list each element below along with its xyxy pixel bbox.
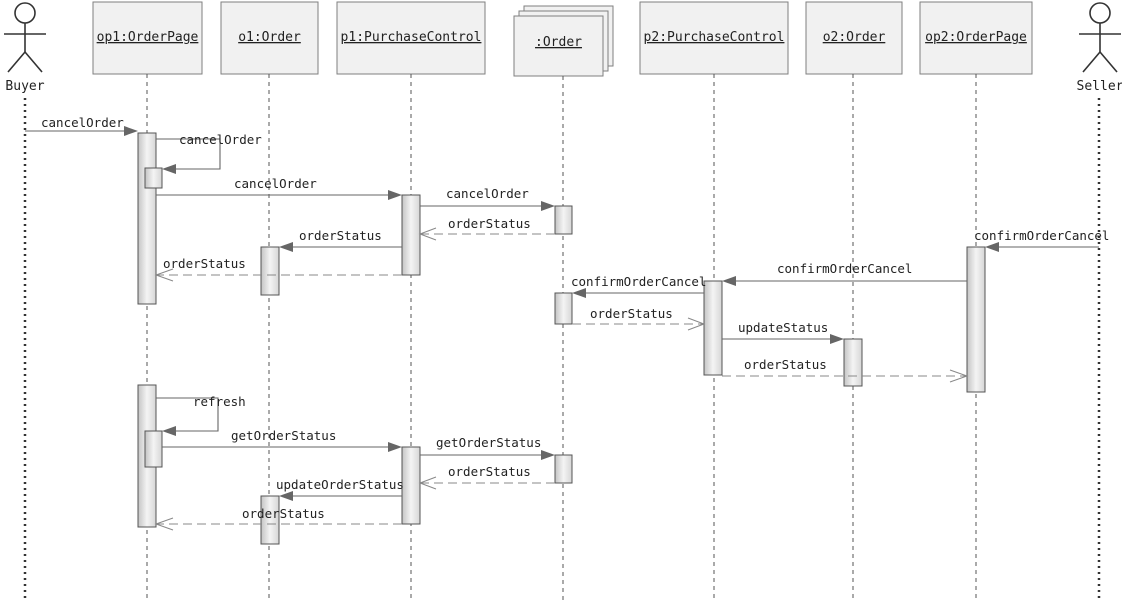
message-orderstatus-return-2: orderStatus xyxy=(154,256,402,282)
svg-text:updateStatus: updateStatus xyxy=(738,320,828,335)
message-cancelorder-2: cancelOrder xyxy=(156,176,402,200)
message-orderstatus-return-4: orderStatus xyxy=(722,357,969,383)
activation-op2-1 xyxy=(966,246,986,393)
svg-text:getOrderStatus: getOrderStatus xyxy=(436,435,541,450)
activation-op1-self-1 xyxy=(144,167,163,189)
object-label-o2: o2:Order xyxy=(823,30,886,45)
message-refresh-self: refresh xyxy=(156,394,246,436)
svg-text:updateOrderStatus: updateOrderStatus xyxy=(276,477,404,492)
svg-text:orderStatus: orderStatus xyxy=(163,256,246,271)
object-label-o1: o1:Order xyxy=(238,30,301,45)
activation-order-1 xyxy=(554,205,573,235)
svg-text:confirmOrderCancel: confirmOrderCancel xyxy=(571,274,706,289)
svg-text:orderStatus: orderStatus xyxy=(590,306,673,321)
message-cancelorder-1: cancelOrder xyxy=(25,115,138,136)
object-label-p1: p1:PurchaseControl xyxy=(341,30,482,45)
message-orderstatus-call-1: orderStatus xyxy=(279,228,402,252)
message-orderstatus-return-6: orderStatus xyxy=(154,506,402,531)
object-op1: op1:OrderPage xyxy=(92,1,203,75)
message-getorderstatus-2: getOrderStatus xyxy=(420,435,555,460)
message-orderstatus-return-3: orderStatus xyxy=(572,306,706,331)
seller-label: Seller xyxy=(1077,79,1122,94)
actor-buyer: Buyer xyxy=(4,2,46,94)
object-label-op1: op1:OrderPage xyxy=(97,30,199,45)
svg-text:cancelOrder: cancelOrder xyxy=(41,115,124,130)
activation-p1-1 xyxy=(401,194,421,276)
svg-text:refresh: refresh xyxy=(193,394,246,409)
svg-text:orderStatus: orderStatus xyxy=(744,357,827,372)
seller-figure-icon xyxy=(1079,2,1121,73)
message-cancelorder-3: cancelOrder xyxy=(420,186,555,211)
activation-p1-2 xyxy=(401,446,421,525)
buyer-figure-icon xyxy=(4,2,46,73)
svg-text:orderStatus: orderStatus xyxy=(242,506,325,521)
activation-o2-1 xyxy=(843,338,863,387)
svg-text:cancelOrder: cancelOrder xyxy=(179,132,262,147)
message-confirmordercancel-2: confirmOrderCancel xyxy=(722,261,967,286)
svg-text:orderStatus: orderStatus xyxy=(448,216,531,231)
svg-text:confirmOrderCancel: confirmOrderCancel xyxy=(777,261,912,276)
activation-o1-2 xyxy=(260,495,280,545)
activation-o1-1 xyxy=(260,246,280,296)
svg-text:getOrderStatus: getOrderStatus xyxy=(231,428,336,443)
message-confirmordercancel-1: confirmOrderCancel xyxy=(974,228,1109,252)
message-getorderstatus-1: getOrderStatus xyxy=(162,428,402,452)
message-orderstatus-return-1: orderStatus xyxy=(418,216,555,241)
object-label-order: :Order xyxy=(535,35,582,50)
svg-text:confirmOrderCancel: confirmOrderCancel xyxy=(974,228,1109,243)
activation-order-3 xyxy=(554,454,573,484)
message-cancelorder-self: cancelOrder xyxy=(156,132,262,174)
message-updatestatus: updateStatus xyxy=(722,320,844,344)
actor-seller: Seller xyxy=(1077,2,1122,94)
message-updateorderstatus: updateOrderStatus xyxy=(276,477,404,501)
svg-text:orderStatus: orderStatus xyxy=(299,228,382,243)
object-p2: p2:PurchaseControl xyxy=(639,1,789,75)
buyer-label: Buyer xyxy=(5,79,44,94)
object-p1: p1:PurchaseControl xyxy=(336,1,486,75)
object-o1: o1:Order xyxy=(220,1,319,75)
object-label-p2: p2:PurchaseControl xyxy=(644,30,785,45)
activation-p2-1 xyxy=(703,280,723,376)
activation-op1-1 xyxy=(137,132,157,305)
svg-text:cancelOrder: cancelOrder xyxy=(446,186,529,201)
object-order-multi: :Order xyxy=(513,5,614,77)
message-confirmordercancel-3: confirmOrderCancel xyxy=(571,274,706,298)
object-o2: o2:Order xyxy=(805,1,903,75)
object-label-op2: op2:OrderPage xyxy=(925,30,1027,45)
activation-order-2 xyxy=(554,292,573,325)
activation-op1-self-2 xyxy=(144,430,163,468)
svg-text:orderStatus: orderStatus xyxy=(448,464,531,479)
message-orderstatus-return-5: orderStatus xyxy=(418,464,555,490)
object-op2: op2:OrderPage xyxy=(919,1,1033,75)
svg-text:cancelOrder: cancelOrder xyxy=(234,176,317,191)
